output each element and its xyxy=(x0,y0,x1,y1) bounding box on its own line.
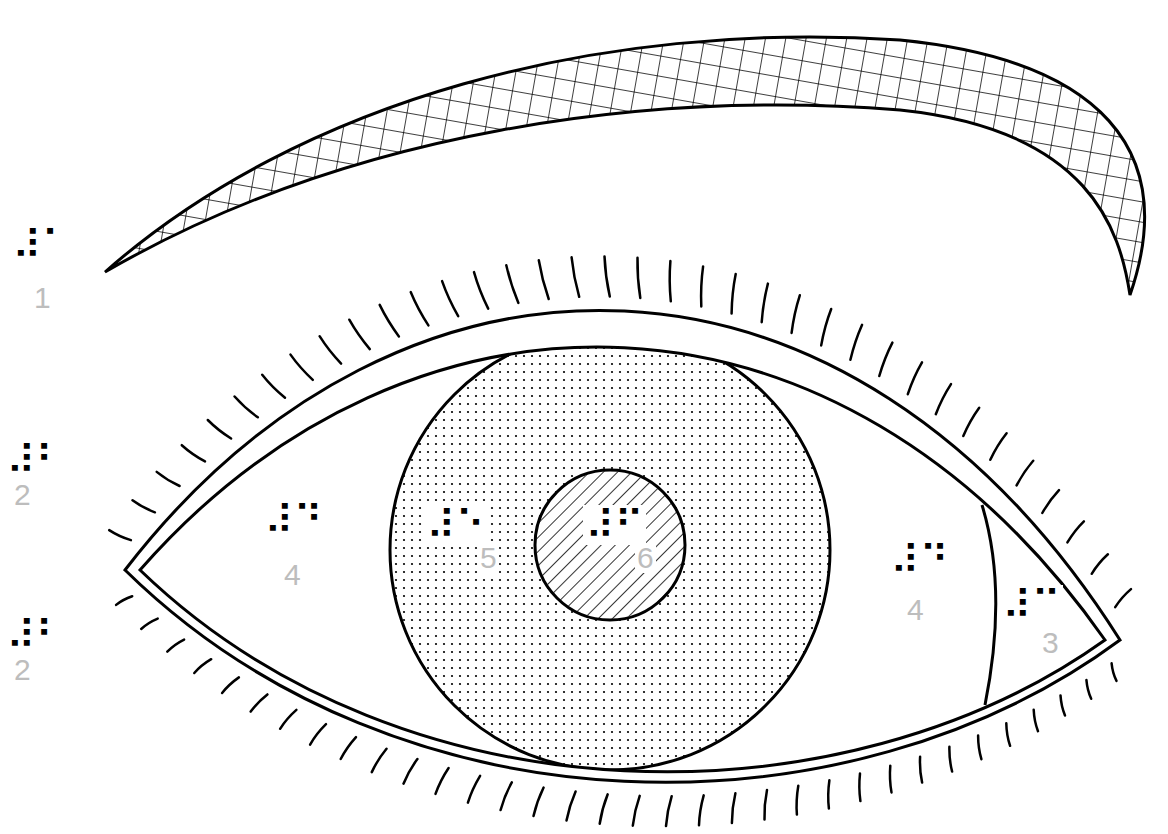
eyelash xyxy=(1017,461,1034,486)
braille-label: ⠼⠃ xyxy=(4,615,67,655)
eyelash xyxy=(1115,589,1131,607)
eyelash xyxy=(990,433,1006,460)
eyelash xyxy=(637,258,640,298)
eyelash xyxy=(157,472,180,486)
braille-label: ⠼⠉ xyxy=(1000,585,1063,625)
eyelash xyxy=(468,776,480,803)
eyelash xyxy=(116,596,132,605)
callout-number: 1 xyxy=(32,283,53,313)
eyelash xyxy=(567,792,576,821)
eyelash xyxy=(600,794,608,824)
eye-outline: ⠼⠙ 4 ⠼⠙ 4 ⠼⠑5 ⠼⠋6 ⠼⠉3 xyxy=(125,305,1120,780)
eyelash xyxy=(1112,663,1117,681)
eyelash xyxy=(1086,680,1091,699)
eyelash xyxy=(605,256,610,296)
callout-number: 3 xyxy=(1040,628,1061,658)
eyelash xyxy=(850,325,862,360)
eyelash xyxy=(890,766,892,793)
braille-label: ⠼⠙ xyxy=(262,500,325,540)
pupil xyxy=(535,470,685,620)
caruncle-line xyxy=(982,505,996,705)
eyelash xyxy=(235,397,258,418)
eyelash xyxy=(262,375,285,398)
eyelash xyxy=(534,788,544,817)
eyelash xyxy=(828,780,829,808)
eyelash xyxy=(1006,723,1010,746)
callout-number: 5 xyxy=(478,543,499,573)
eyelash xyxy=(1034,710,1038,731)
eyelash xyxy=(1042,490,1059,513)
callout-number: 2 xyxy=(12,480,33,510)
eyelash xyxy=(109,530,131,540)
eyelash xyxy=(222,677,239,693)
braille-label: ⠼⠋ xyxy=(583,505,646,545)
eyelash xyxy=(670,261,671,301)
callout-number: 6 xyxy=(635,543,656,573)
eyelash xyxy=(310,724,326,744)
eyelash xyxy=(701,266,703,306)
eyelash xyxy=(141,619,158,629)
callout-number: 4 xyxy=(282,560,303,590)
eyelash xyxy=(1061,695,1066,715)
eyelash xyxy=(732,274,736,313)
braille-label: ⠼⠁ xyxy=(10,225,73,265)
eyelash xyxy=(251,694,268,711)
eyelash xyxy=(963,408,979,436)
braille-label: ⠼⠙ xyxy=(888,540,951,580)
eyelash xyxy=(978,736,981,760)
eyelash xyxy=(1092,554,1108,574)
pupil-hatch xyxy=(536,471,684,619)
eyelash xyxy=(572,257,580,297)
eyelash xyxy=(341,737,356,759)
eyelash xyxy=(167,640,184,652)
eyelash xyxy=(764,790,767,819)
eyelash xyxy=(732,793,736,823)
eyelash xyxy=(404,759,418,784)
eyelash xyxy=(436,768,449,794)
eyelash xyxy=(291,355,313,380)
eyelash xyxy=(133,500,155,512)
eyelash xyxy=(208,420,231,439)
caruncle-region: ⠼⠉3 xyxy=(992,540,1102,690)
eyelash xyxy=(908,362,922,394)
eyelash xyxy=(194,659,211,673)
eyelash xyxy=(320,336,342,363)
eyelash xyxy=(633,796,640,826)
braille-label: ⠼⠑ xyxy=(424,505,487,545)
eyelash xyxy=(949,747,952,772)
eyelash xyxy=(474,272,488,309)
eyelash xyxy=(1067,521,1084,542)
eyelashes xyxy=(109,256,1131,826)
eyelash xyxy=(936,384,951,414)
eyelash xyxy=(762,284,768,323)
eyebrow xyxy=(105,37,1144,295)
eyelash xyxy=(372,749,387,772)
iris-region: ⠼⠑5 ⠼⠋6 xyxy=(390,330,830,770)
eyelash xyxy=(442,281,458,316)
eyelash xyxy=(699,795,704,825)
callout-number: 4 xyxy=(905,595,926,625)
eyelash xyxy=(539,260,549,299)
eyelash xyxy=(920,757,922,783)
callout-number: 2 xyxy=(12,655,33,685)
eyelash xyxy=(182,445,205,461)
eyelid-outer xyxy=(125,310,1120,782)
braille-label: ⠼⠃ xyxy=(4,440,67,480)
eyelash xyxy=(501,782,512,810)
eyelash xyxy=(666,796,672,826)
eyelash xyxy=(380,305,399,337)
eyelash xyxy=(797,786,799,815)
eyelash xyxy=(859,774,860,802)
pupil-region: ⠼⠋6 xyxy=(535,470,685,620)
eyelash xyxy=(879,343,892,376)
iris xyxy=(390,330,830,770)
eyelash xyxy=(821,309,831,345)
eyelash xyxy=(349,320,370,349)
eyelash xyxy=(792,295,800,333)
eyelash xyxy=(280,710,296,729)
eyelash xyxy=(411,292,429,325)
eyelash xyxy=(506,265,518,303)
